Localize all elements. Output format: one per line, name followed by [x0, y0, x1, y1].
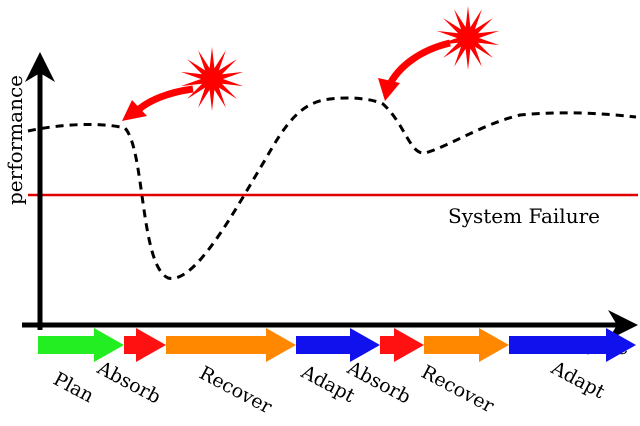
phase-arrow-recover [166, 328, 296, 362]
shock-starburst-shape [436, 6, 500, 70]
system-failure-label: System Failure [448, 204, 600, 228]
performance-curve [27, 96, 637, 280]
phase-arrows [38, 328, 636, 362]
phase-label-plan: Plan [50, 368, 98, 407]
phase-arrow-absorb [380, 328, 424, 362]
y-axis-label: performance [3, 75, 27, 205]
phase-label-recover: Recover [418, 361, 499, 418]
shock-starburst-icon [180, 47, 244, 111]
impact-arrow-head [378, 78, 400, 101]
impact-arrow-icon [133, 85, 194, 115]
phase-arrow-plan [38, 328, 124, 362]
phase-label-adapt: Adapt [547, 357, 609, 404]
phase-label-absorb: Absorb [343, 357, 415, 409]
phase-label-recover: Recover [196, 362, 277, 419]
impact-arrow-head [122, 100, 147, 121]
impact-arrow-icon [385, 39, 451, 88]
phase-arrow-adapt [296, 328, 380, 362]
phase-label-absorb: Absorb [93, 357, 165, 409]
shock-starburst-icon [436, 6, 500, 70]
phase-arrow-adapt [509, 328, 636, 362]
shock-starburst-shape [180, 47, 244, 111]
phase-arrow-recover [424, 328, 509, 362]
phase-arrow-absorb [124, 328, 166, 362]
